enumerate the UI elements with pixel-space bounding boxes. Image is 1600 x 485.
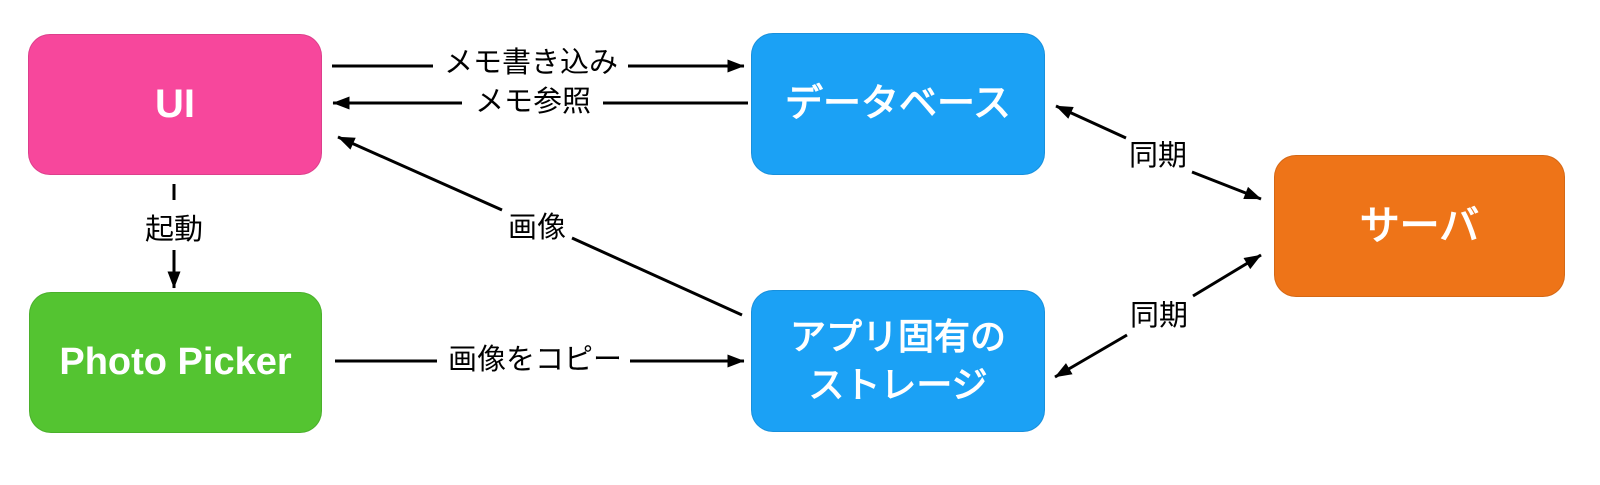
edge-label-sync-database: 同期 [1129, 140, 1187, 172]
node-app-storage-label: アプリ固有の ストレージ [790, 313, 1006, 408]
node-photo-picker-label: Photo Picker [59, 341, 292, 384]
node-server: サーバ [1274, 155, 1565, 297]
arrow-launch: 起動 [145, 184, 203, 289]
arrow-sync-database: 同期 [1055, 104, 1262, 201]
node-database: データベース [751, 33, 1045, 175]
node-app-storage: アプリ固有の ストレージ [751, 290, 1045, 432]
edge-label-image: 画像 [508, 211, 566, 244]
edge-label-image-copy: 画像をコピー [448, 343, 622, 376]
arrow-image-copy: 画像をコピー [335, 343, 745, 376]
arrow-sync-storage-head-segment-left [1054, 333, 1128, 379]
edge-label-memo-read: メモ参照 [475, 85, 591, 118]
node-app-storage-label-line2: ストレージ [808, 364, 988, 405]
arrow-memo-write: メモ書き込み [332, 46, 745, 79]
node-database-label: データベース [784, 82, 1012, 125]
arrow-sync-database-head-segment-left [1055, 104, 1127, 140]
node-ui-label: UI [155, 82, 195, 127]
arrow-sync-storage-head-segment-right [1192, 253, 1262, 298]
edge-label-sync-storage: 同期 [1130, 300, 1188, 332]
edge-label-memo-write: メモ書き込み [444, 46, 618, 79]
node-app-storage-label-line1: アプリ固有の [789, 316, 1006, 358]
arrow-sync-storage: 同期 [1054, 253, 1262, 379]
arrow-image-head-segment [337, 135, 503, 212]
node-photo-picker: Photo Picker [29, 292, 322, 433]
edge-label-launch: 起動 [145, 213, 203, 246]
arrow-memo-read: メモ参照 [332, 85, 748, 118]
arrow-image-segment [571, 236, 743, 317]
node-server-label: サーバ [1359, 203, 1480, 248]
arrow-image: 画像 [337, 135, 743, 317]
node-ui: UI [28, 34, 322, 175]
arrow-sync-database-head-segment-right [1191, 170, 1262, 201]
